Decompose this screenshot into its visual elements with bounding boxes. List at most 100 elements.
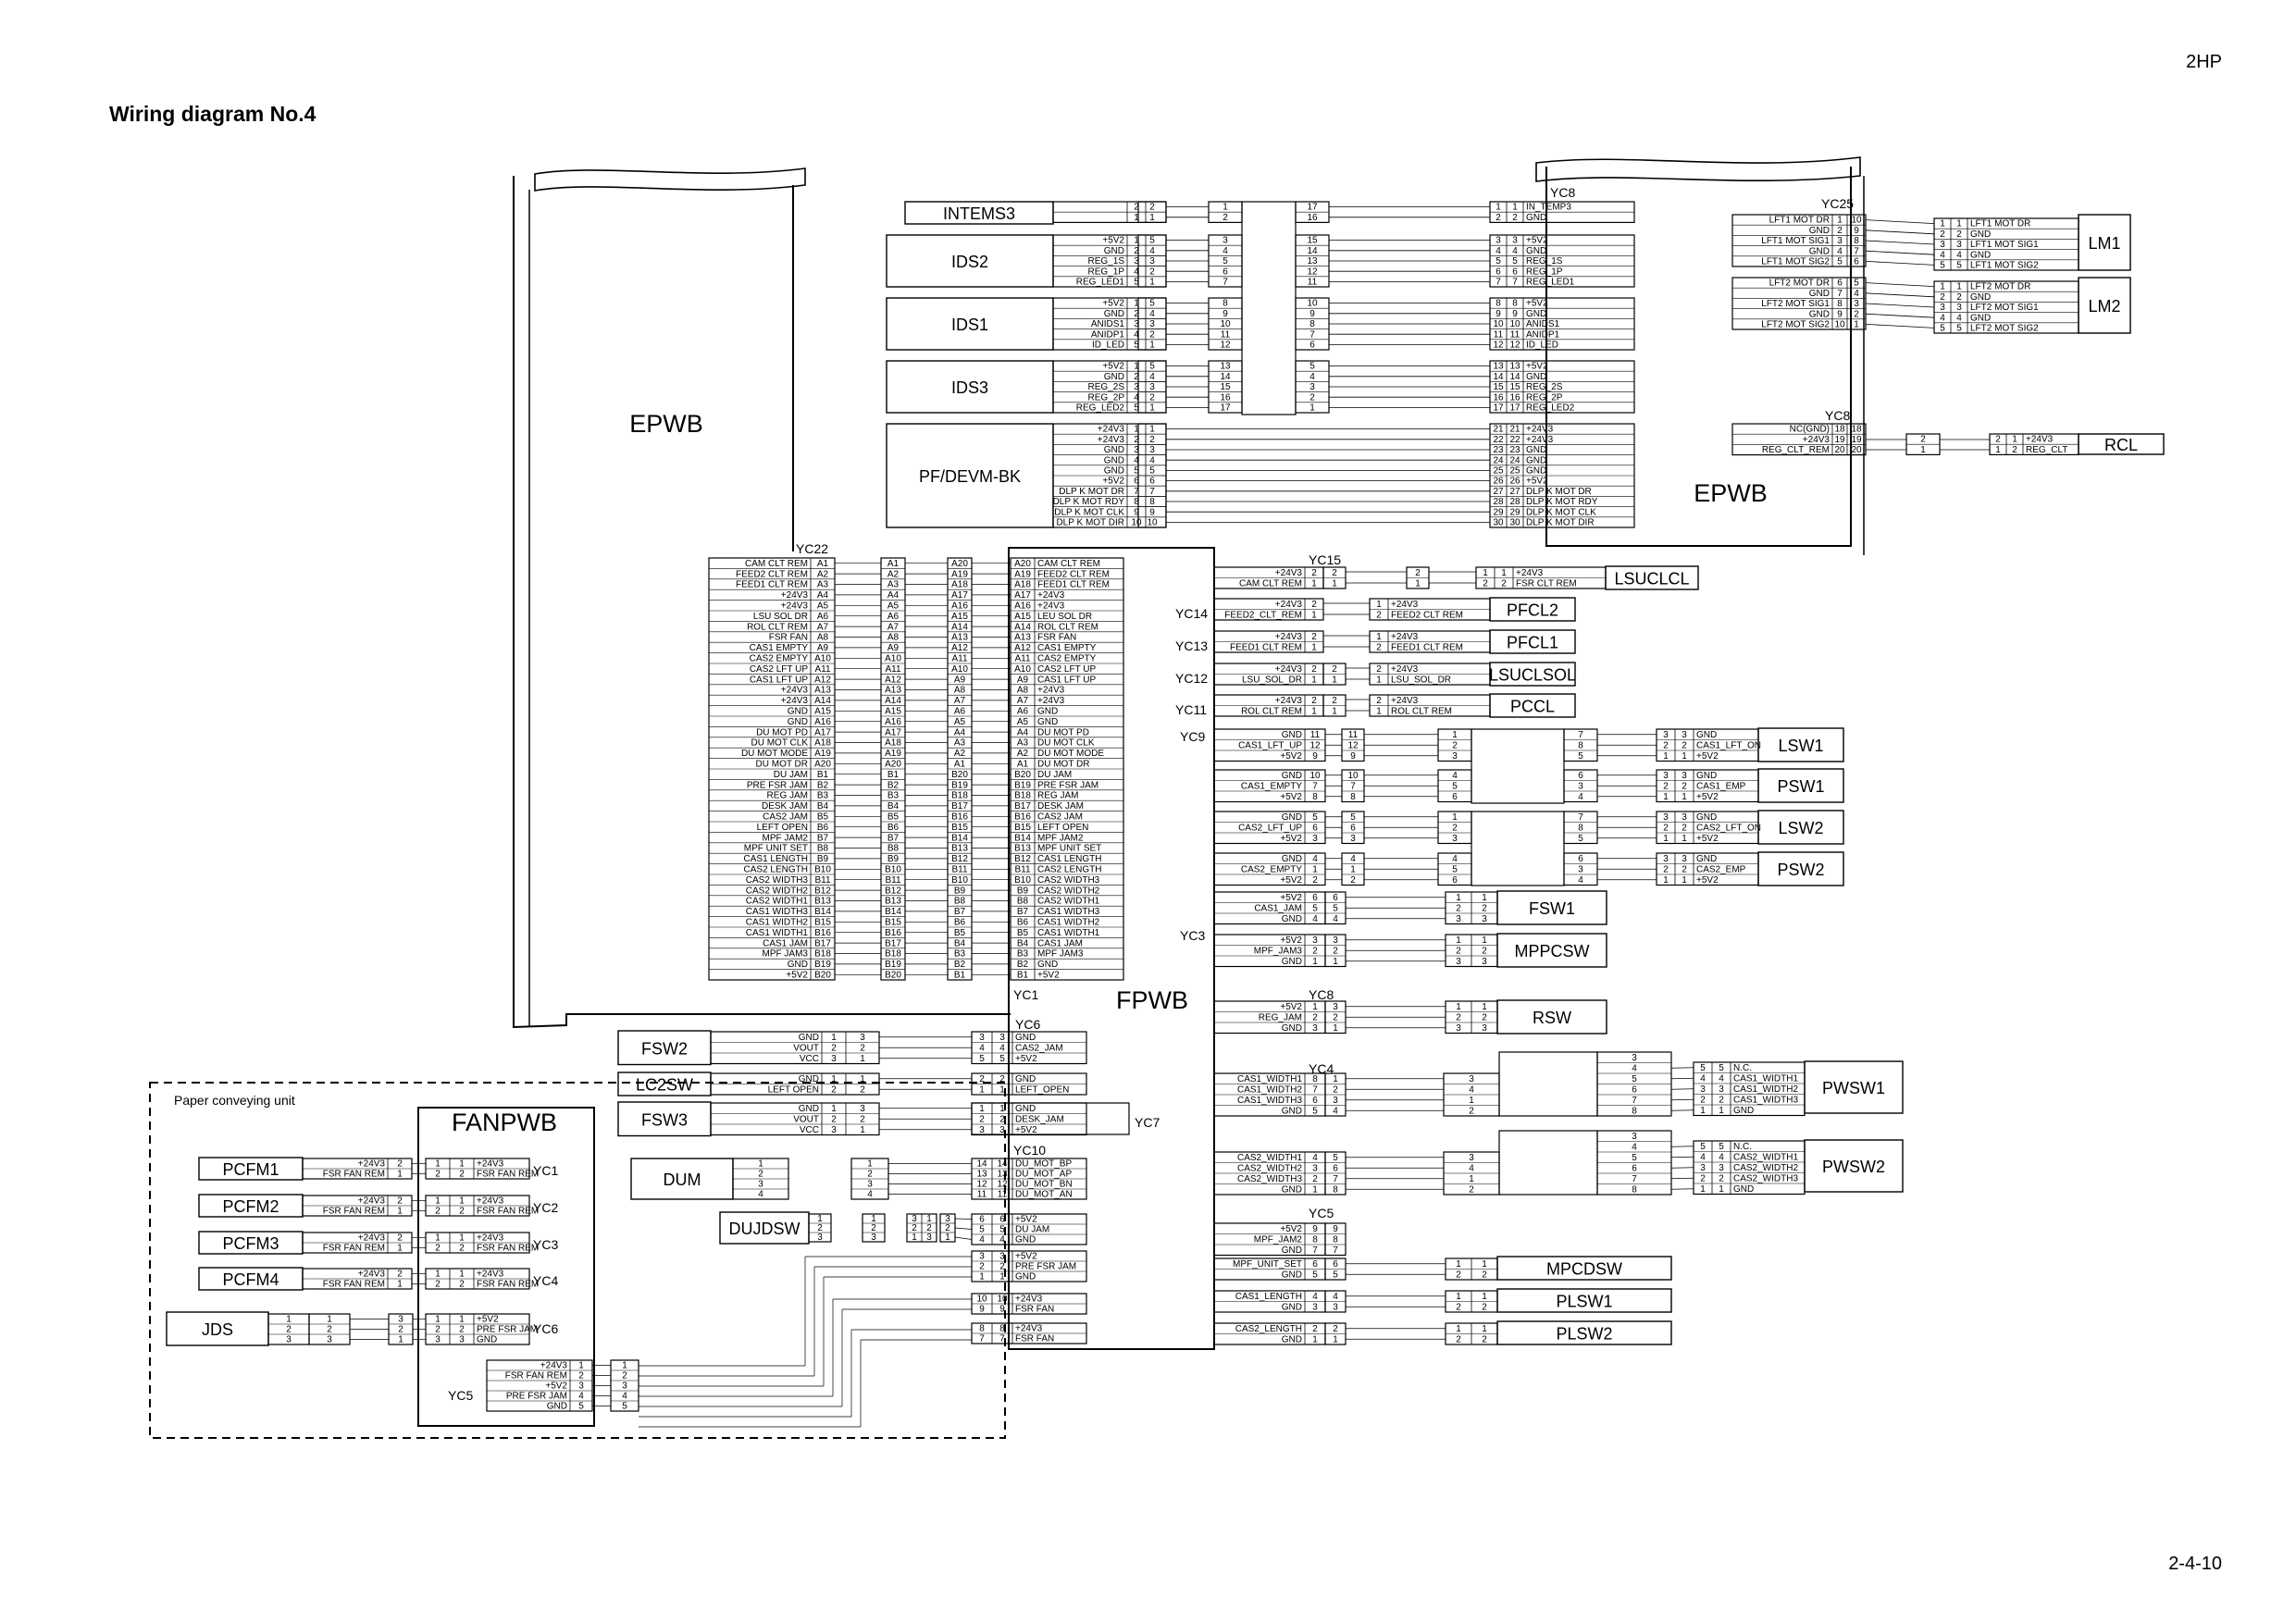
pin-label: B10 [951, 875, 968, 886]
pin-label: 9 [999, 1305, 1005, 1315]
pin-label: B7 [817, 833, 829, 843]
pin-label: 2 [1456, 1270, 1461, 1280]
pin-label: LFT2 MOT SIG1 [1761, 299, 1830, 309]
pin-label: 2 [1700, 1173, 1706, 1183]
pin-label: GND [1733, 1106, 1754, 1116]
pin-label: B9 [954, 886, 966, 896]
pin-label: 1 [1134, 425, 1139, 435]
pin-label: 1 [979, 1272, 985, 1282]
component-pfcl2 [1489, 597, 1576, 622]
pin-label: 2 [979, 1262, 985, 1272]
pin-label: 3 [1663, 812, 1669, 823]
wire [1670, 1188, 1694, 1190]
pin-label: +24V3 [781, 590, 809, 601]
pin-label: 16 [1307, 213, 1318, 223]
pin-label: 8 [1578, 740, 1583, 750]
pin-label: 11 [1510, 329, 1520, 340]
pin-label: 3 [578, 1381, 584, 1392]
pin-label: 1 [1333, 957, 1338, 967]
pin-label: 7 [1149, 487, 1155, 497]
pin-label: CAS1_LENGTH [1235, 1292, 1302, 1302]
pin-label: 9 [1854, 226, 1859, 236]
pin-label: GND [1104, 372, 1124, 382]
pin-label: A16 [814, 717, 831, 727]
component-intems3-label: INTEMS3 [943, 204, 1015, 223]
pin-label: 12 [1493, 341, 1504, 351]
pin-label: 6 [1222, 266, 1228, 277]
pin-label: 2 [397, 1270, 403, 1280]
pin-label: LFT2 MOT SIG2 [1970, 324, 2039, 334]
pin-label: 2 [435, 1244, 441, 1254]
pin-label: 5 [1309, 362, 1315, 372]
pin-label: 2 [1312, 1324, 1318, 1334]
pin-label: FEED2 CLT REM [1037, 569, 1110, 579]
pin-label: A4 [954, 727, 966, 737]
pin-label: 1 [1469, 1096, 1474, 1106]
pin-label: CAS2_WIDTH2 [1733, 1163, 1798, 1173]
pin-label: 8 [1350, 792, 1356, 802]
pin-label: 3 [1469, 1074, 1474, 1084]
pin-label: GND [1696, 854, 1717, 864]
pin-label: B1 [1017, 970, 1029, 980]
pin-label: 1 [327, 1315, 332, 1325]
connector-label-fan_yc1: YC1 [533, 1163, 558, 1178]
pin-label: 5 [578, 1402, 584, 1412]
pin-label: 1 [867, 1159, 873, 1170]
pin-label: A12 [1014, 643, 1031, 653]
pin-label: 4 [1700, 1073, 1706, 1084]
pin-label: 6 [1578, 854, 1583, 864]
pin-label: 3 [999, 1033, 1005, 1043]
pin-label: 1 [1312, 957, 1318, 967]
pin-label: IN_TEMP3 [1526, 203, 1571, 213]
yc10-connector [971, 1250, 1087, 1282]
pin-label: REG_CLT_REM [1762, 445, 1830, 455]
component-pcfm2-label: PCFM2 [222, 1197, 279, 1216]
pin-label: CAS2 LENGTH [744, 864, 808, 874]
pin-label: 20 [1834, 445, 1845, 455]
pin-label: 1 [1682, 751, 1687, 762]
pin-label: CAS1 LFT UP [1037, 675, 1096, 685]
pin-label: 1 [1456, 1292, 1461, 1302]
pin-label: FSR FAN REM [477, 1207, 539, 1217]
pin-label: 1 [1663, 751, 1669, 762]
component-psw1 [1757, 768, 1844, 803]
pin-label: 9 [1134, 507, 1139, 517]
pin-label: REG_LED2 [1076, 403, 1125, 414]
pin-label: 1 [1312, 864, 1318, 874]
pin-label: 1 [1456, 1002, 1461, 1012]
pin-label: B10 [814, 864, 831, 874]
pin-label: 1 [1482, 1259, 1487, 1270]
pin-label: GND [799, 1033, 819, 1043]
pin-label: GND [1282, 1184, 1302, 1195]
pin-label: 1 [1663, 875, 1669, 886]
pin-label: 12 [976, 1180, 987, 1190]
pin-label: +24V3 [1098, 435, 1125, 445]
pin-label: LFT1 MOT SIG2 [1761, 257, 1830, 267]
pin-label: B15 [885, 917, 901, 927]
pin-label: A14 [1014, 622, 1031, 632]
pin-label: 2 [1311, 568, 1317, 578]
pin-label: GND [1526, 372, 1546, 382]
pin-label: B15 [951, 823, 968, 833]
component-dum-label: DUM [664, 1171, 701, 1189]
pin-label: 1 [1700, 1184, 1706, 1195]
pin-label: +5V2 [1015, 1054, 1037, 1064]
pin-label: GND [1104, 246, 1124, 256]
pin-label: DLP K MOT DIR [1056, 518, 1124, 528]
pin-label: 1 [999, 1084, 1005, 1095]
component-mppcsw [1496, 933, 1607, 968]
pin-label: +24V3 [1275, 632, 1303, 642]
component-lsuclsol [1489, 662, 1576, 687]
yc8-connector [1489, 234, 1635, 288]
pin-label: 4 [758, 1190, 763, 1200]
pin-label: 24 [1493, 455, 1504, 465]
pin-label: PRE FSR JAM [506, 1392, 567, 1402]
pin-label: 4 [999, 1043, 1005, 1053]
pin-label: FSR FAN [1037, 633, 1076, 643]
pin-label: A11 [1014, 653, 1030, 663]
pin-label: 1 [459, 1159, 465, 1170]
paper-conveying-unit [149, 1082, 1006, 1439]
pin-label: 4 [1940, 313, 1945, 323]
pin-label: CAS1 WIDTH1 [1037, 928, 1100, 938]
pin-label: LSU_SOL_DR [1242, 675, 1302, 685]
